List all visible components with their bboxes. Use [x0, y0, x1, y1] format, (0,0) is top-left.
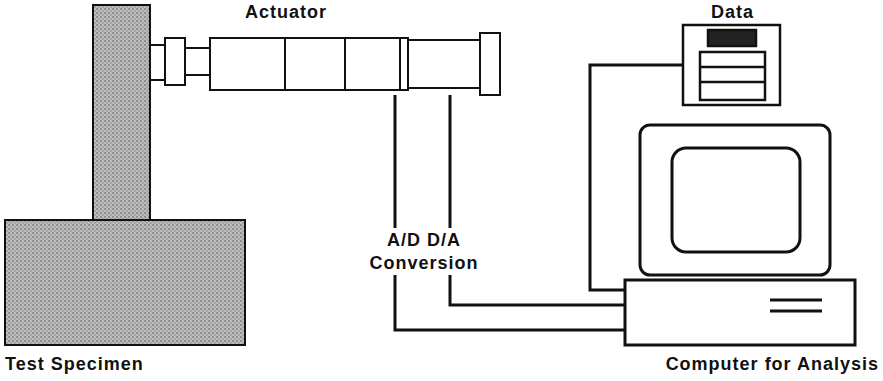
data-drive: Data — [683, 25, 780, 105]
node-label: Test Specimen — [5, 355, 144, 375]
conversion-label: A/D D/A Conversion — [352, 228, 496, 275]
test-specimen: Test Specimen — [5, 5, 245, 345]
node-label: Data — [711, 3, 754, 23]
actuator-drawing — [150, 33, 500, 95]
actuator: Actuator — [150, 33, 500, 95]
computer: Computer for Analysis — [625, 125, 855, 345]
signal-wire — [590, 65, 683, 290]
computer-drawing — [625, 125, 855, 345]
node-label: Computer for Analysis — [666, 355, 879, 375]
data-drive-drawing — [683, 25, 780, 105]
node-label: Actuator — [245, 3, 327, 23]
